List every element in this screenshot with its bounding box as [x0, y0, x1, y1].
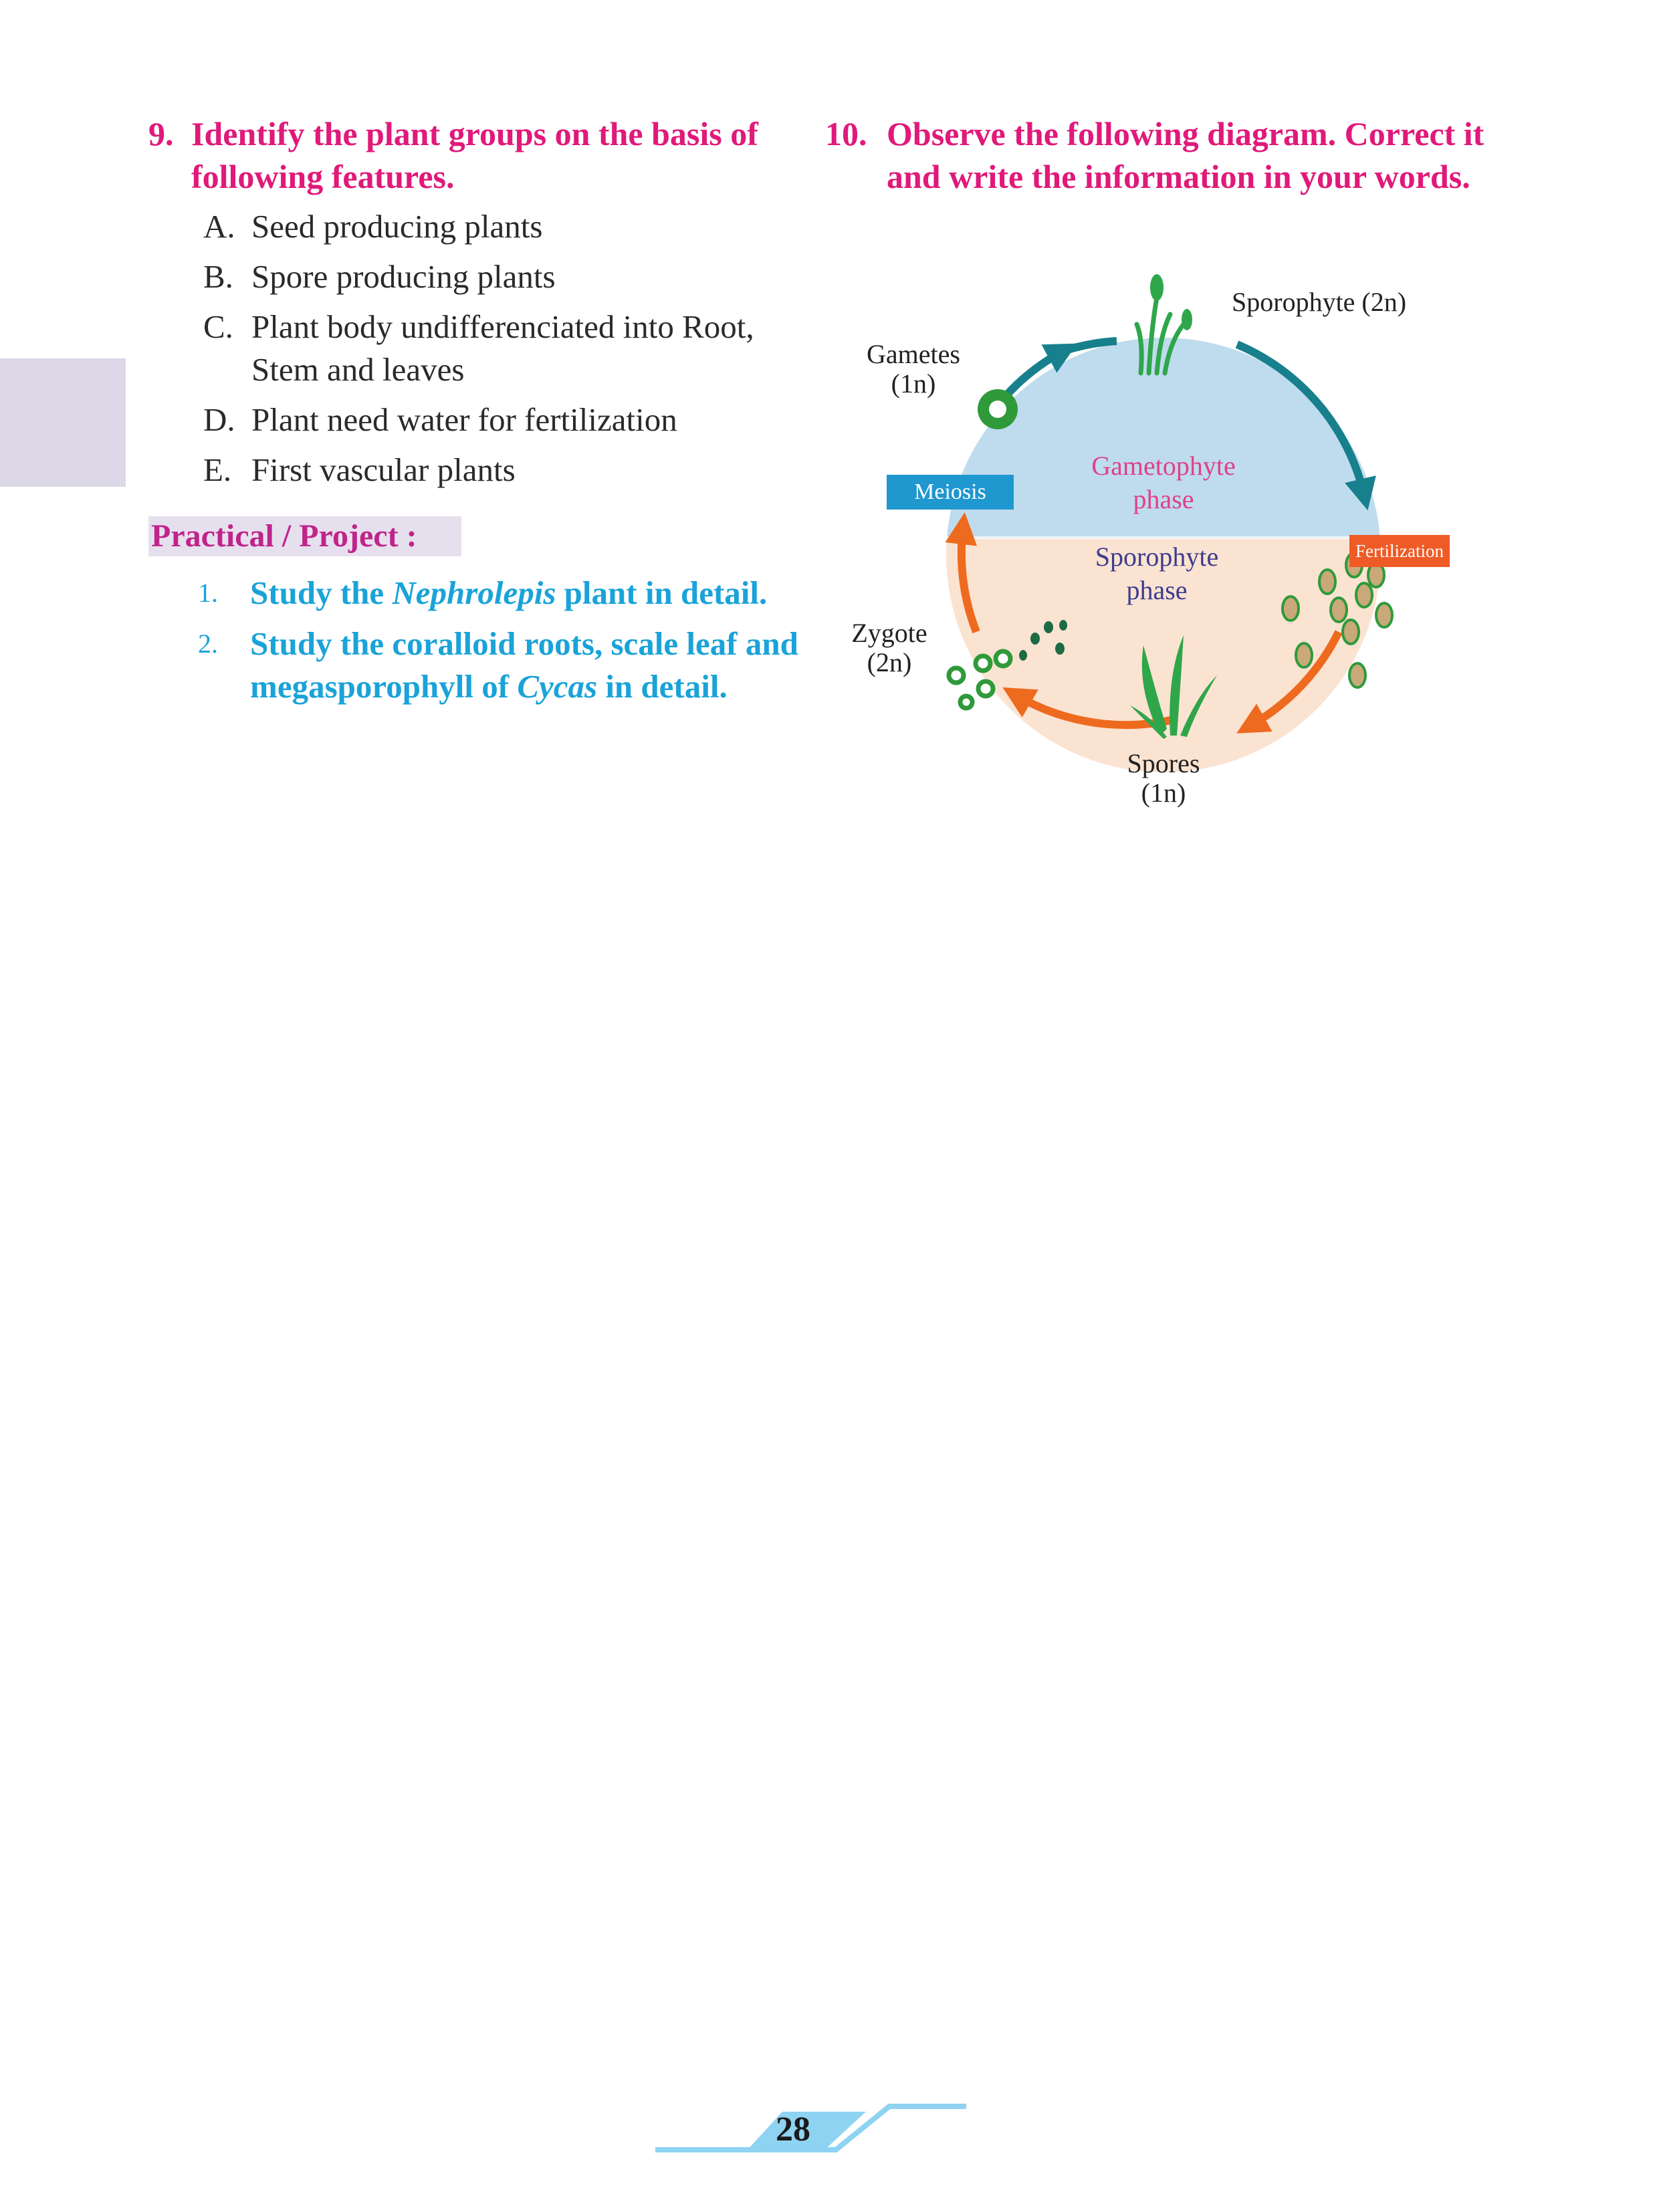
meiosis-tag: Meiosis — [914, 479, 986, 504]
fertilization-tag: Fertilization — [1355, 541, 1444, 561]
page-number: 28 — [776, 2110, 810, 2148]
question-9-number: 9. — [148, 115, 174, 152]
project-item-2: 2. Study the coralloid roots, scale leaf… — [198, 623, 800, 708]
side-tab-marker — [0, 358, 126, 487]
project-item-text: Study the coralloid roots, scale leaf an… — [250, 625, 798, 705]
option-letter: D. — [203, 401, 235, 438]
option-letter: C. — [203, 308, 233, 345]
question-10-number: 10. — [825, 115, 867, 152]
meiosis-tag-bg — [887, 475, 1014, 510]
sporophyte-plant-top — [1134, 274, 1192, 376]
life-cycle-graphic — [887, 274, 1450, 772]
project-list: 1. Study the Nephrolepis plant in detail… — [198, 572, 800, 716]
question-9: 9. Identify the plant groups on the basi… — [148, 112, 790, 491]
option-c: C. Plant body undifferenciated into Root… — [203, 306, 790, 391]
option-text: Plant body undifferenciated into Root, S… — [251, 308, 754, 388]
question-9-title: Identify the plant groups on the basis o… — [191, 115, 758, 195]
practical-heading: Practical / Project : — [151, 518, 417, 554]
option-letter: B. — [203, 258, 233, 295]
zygote-rings — [946, 649, 1013, 711]
project-item-text: Study the Nephrolepis plant in detail. — [250, 574, 768, 611]
practical-heading-box: Practical / Project : — [148, 516, 461, 556]
question-10-title: Observe the following diagram. Correct i… — [887, 115, 1484, 195]
option-e: E. First vascular plants — [203, 449, 790, 491]
question-10: 10. Observe the following diagram. Corre… — [825, 112, 1507, 198]
life-cycle-diagram: Sporophyte (2n) Gametes (1n) Meiosis Fer… — [822, 261, 1491, 822]
gametes-label: Gametes (1n) — [867, 339, 960, 399]
option-d: D. Plant need water for fertilization — [203, 399, 790, 441]
option-a: A. Seed producing plants — [203, 205, 790, 248]
option-b: B. Spore producing plants — [203, 255, 790, 298]
option-letter: A. — [203, 208, 235, 245]
page-number-banner — [655, 2104, 966, 2152]
option-text: Spore producing plants — [251, 258, 556, 295]
teal-arrow-right — [1235, 340, 1376, 511]
sporophyte-phase-label: Sporophyte phase — [1095, 542, 1219, 605]
zygote-label: Zygote (2n) — [851, 618, 927, 677]
orange-arrow-left — [945, 512, 980, 634]
option-text: Plant need water for fertilization — [251, 401, 677, 438]
option-text: Seed producing plants — [251, 208, 543, 245]
sporophyte-label: Sporophyte (2n) — [1232, 287, 1407, 317]
option-text: First vascular plants — [251, 451, 516, 488]
orange-arrow-right — [1236, 630, 1343, 734]
gametophyte-plant-bottom — [1130, 635, 1217, 739]
gametophyte-phase-label: Gametophyte phase — [1091, 451, 1236, 514]
gamete-dots — [1019, 620, 1067, 661]
fertilization-tag-bg — [1349, 535, 1450, 567]
project-item-number: 1. — [198, 578, 218, 608]
option-letter: E. — [203, 451, 232, 488]
project-item-1: 1. Study the Nephrolepis plant in detail… — [198, 572, 800, 615]
spores-label: Spores (1n) — [1127, 748, 1200, 808]
project-item-number: 2. — [198, 629, 218, 659]
